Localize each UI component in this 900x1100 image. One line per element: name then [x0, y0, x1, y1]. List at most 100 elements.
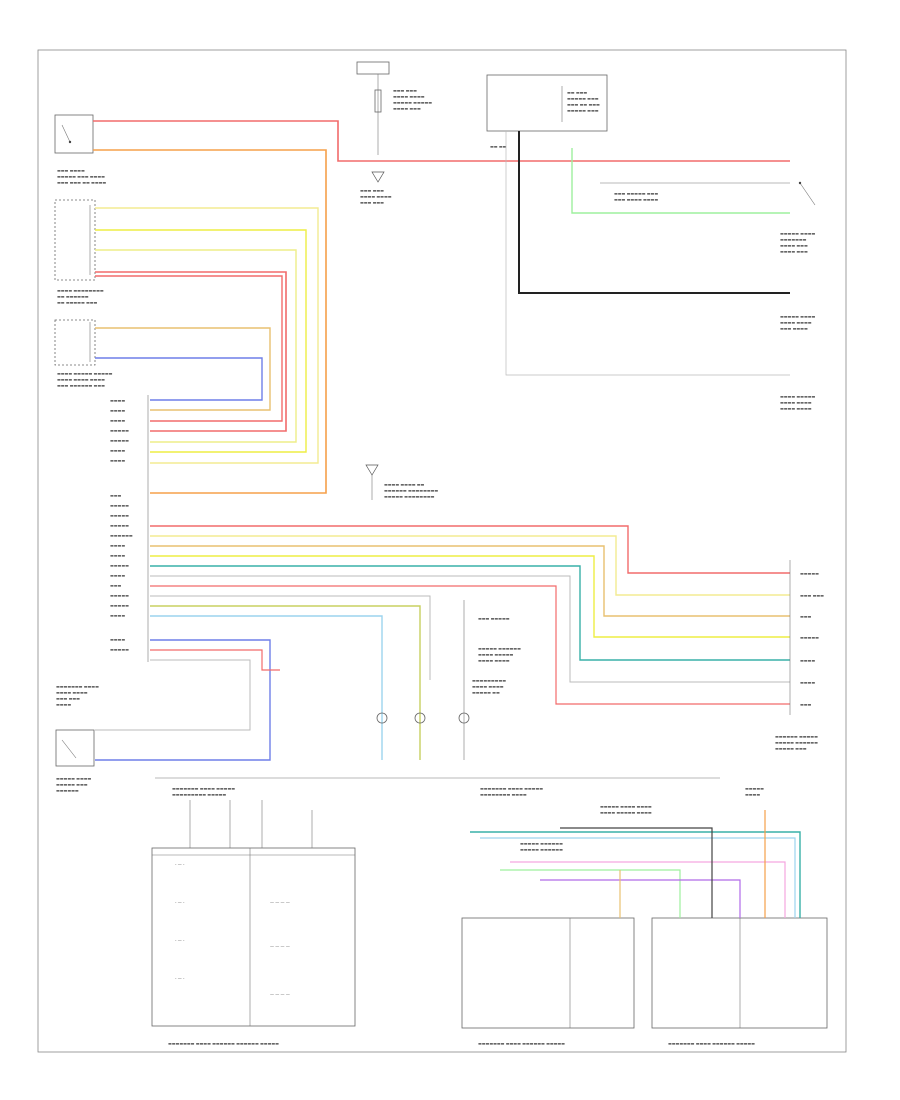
clockspring-component: ▬▬▬▬ ▬▬▬▬▬ ▬▬▬▬▬ ▬▬▬▬ ▬▬▬▬ ▬▬▬▬ ▬▬▬ ▬▬▬▬… — [54, 319, 113, 388]
svg-text:▬▬▬▬: ▬▬▬▬ — [800, 680, 815, 685]
middle-components: ▬▬▬▬▬▬▬▬▬ ▬▬▬▬ ▬▬▬▬ ▬▬▬▬▬ ▬▬ ▬▬▬ ▬▬▬▬▬ ▬… — [376, 600, 521, 760]
svg-text:▬▬▬▬ ▬▬▬▬: ▬▬▬▬ ▬▬▬▬ — [780, 400, 812, 405]
svg-text:▬▬▬▬ ▬▬▬: ▬▬▬▬ ▬▬▬ — [780, 243, 808, 248]
svg-text:▬▬▬▬▬: ▬▬▬▬▬ — [110, 513, 129, 518]
svg-text:▬▬▬▬ ▬▬▬▬: ▬▬▬▬ ▬▬▬▬ — [393, 94, 425, 99]
svg-text:▬▬▬▬▬▬▬ ▬▬▬▬ ▬▬▬▬▬▬ ▬▬▬▬▬: ▬▬▬▬▬▬▬ ▬▬▬▬ ▬▬▬▬▬▬ ▬▬▬▬▬ — [668, 1041, 755, 1046]
wire-orange-top — [93, 149, 327, 494]
svg-text:▬▬▬▬▬: ▬▬▬▬▬ — [110, 523, 129, 528]
svg-text:— — — —: — — — — — [270, 944, 290, 949]
svg-text:▬▬▬▬▬ ▬▬▬▬▬▬: ▬▬▬▬▬ ▬▬▬▬▬▬ — [520, 841, 563, 846]
svg-text:▬▬▬▬ ▬▬▬▬: ▬▬▬▬ ▬▬▬▬ — [472, 684, 504, 689]
svg-text:▬▬▬▬ ▬▬▬▬: ▬▬▬▬ ▬▬▬▬ — [478, 658, 510, 663]
svg-text:▬▬▬▬▬ ▬▬▬▬▬▬: ▬▬▬▬▬ ▬▬▬▬▬▬ — [775, 740, 818, 745]
svg-text:▬▬▬ ▬▬▬▬▬▬ ▬▬▬: ▬▬▬ ▬▬▬▬▬▬ ▬▬▬ — [57, 383, 105, 388]
svg-text:▬▬▬▬: ▬▬▬▬ — [110, 448, 125, 453]
wire-gray-2 — [150, 575, 790, 683]
diagram-frame — [37, 49, 847, 1053]
wire-tan-1 — [95, 327, 271, 411]
wire-teal-bottom — [470, 831, 801, 918]
svg-text:▬▬▬ ▬▬▬▬: ▬▬▬ ▬▬▬▬ — [780, 326, 808, 331]
svg-text:▬▬▬▬: ▬▬▬▬ — [110, 543, 125, 548]
wire-light-green — [571, 148, 790, 214]
wire-teal — [150, 565, 790, 661]
svg-text:▬▬▬ ▬▬▬: ▬▬▬ ▬▬▬ — [56, 696, 80, 701]
wire-red-top — [93, 120, 790, 162]
wire-violet-bottom — [540, 879, 741, 918]
svg-text:▬▬▬▬: ▬▬▬▬ — [110, 398, 125, 403]
wire-light-yellow-1 — [95, 207, 319, 464]
wire-blue-2 — [95, 639, 271, 761]
svg-text:▬▬▬▬ ▬▬▬▬: ▬▬▬▬ ▬▬▬▬ — [360, 194, 392, 199]
svg-text:▬▬▬▬▬▬ ▬▬▬▬▬▬▬▬: ▬▬▬▬▬▬ ▬▬▬▬▬▬▬▬ — [384, 488, 438, 493]
wire-black-bottom — [560, 827, 713, 918]
svg-text:▬▬▬▬: ▬▬▬▬ — [110, 637, 125, 642]
svg-text:▬▬▬▬▬▬▬▬▬ ▬▬▬▬▬: ▬▬▬▬▬▬▬▬▬ ▬▬▬▬▬ — [172, 792, 226, 797]
wire-red-3 — [95, 275, 283, 422]
svg-text:▬▬▬▬▬ ▬▬▬ ▬▬▬▬: ▬▬▬▬▬ ▬▬▬ ▬▬▬▬ — [57, 174, 105, 179]
wire-gray-3 — [150, 595, 431, 680]
svg-text:▬▬▬▬ ▬▬▬: ▬▬▬▬ ▬▬▬ — [780, 249, 808, 254]
right-connector-labels: ▬▬▬▬▬ ▬▬▬▬ ▬▬▬▬ ▬▬▬▬ ▬▬▬ ▬▬▬▬ ▬▬▬▬ ▬▬▬▬▬… — [780, 314, 816, 411]
bottom-right-module: ▬▬▬▬▬▬▬ ▬▬▬▬ ▬▬▬▬▬▬ ▬▬▬▬▬ — [651, 917, 828, 1046]
bottom-left-switch-module: - — - - — - - — - - — - — — — — — — — — … — [151, 800, 356, 1046]
fuse-top: ▬▬▬ ▬▬▬ ▬▬▬▬ ▬▬▬▬ ▬▬▬▬▬ ▬▬▬▬▬ ▬▬▬▬ ▬▬▬ ▬… — [356, 61, 432, 205]
svg-text:▬▬ ▬▬▬▬▬▬: ▬▬ ▬▬▬▬▬▬ — [57, 294, 89, 299]
svg-text:- — -: - — - — [175, 900, 185, 905]
svg-text:▬▬▬▬▬ ▬▬▬▬▬▬: ▬▬▬▬▬ ▬▬▬▬▬▬ — [478, 646, 521, 651]
wire-light-yellow-2 — [95, 249, 297, 443]
svg-text:▬▬▬ ▬▬▬: ▬▬▬ ▬▬▬ — [800, 593, 824, 598]
svg-text:▬▬ ▬▬▬▬▬ ▬▬▬: ▬▬ ▬▬▬▬▬ ▬▬▬ — [57, 300, 98, 305]
right-connector-block: ▬▬▬▬▬ ▬▬▬ ▬▬▬ ▬▬▬ ▬▬▬▬▬ ▬▬▬▬ ▬▬▬▬ ▬▬▬ ▬▬… — [775, 560, 824, 751]
svg-text:▬▬▬▬▬▬▬ ▬▬▬▬ ▬▬▬▬▬▬ ▬▬▬▬▬: ▬▬▬▬▬▬▬ ▬▬▬▬ ▬▬▬▬▬▬ ▬▬▬▬▬ — [478, 1041, 565, 1046]
svg-text:▬▬▬▬: ▬▬▬▬ — [745, 792, 760, 797]
svg-text:▬▬▬▬▬ ▬▬▬▬: ▬▬▬▬▬ ▬▬▬▬ — [56, 776, 92, 781]
svg-text:▬▬▬▬ ▬▬▬▬: ▬▬▬▬ ▬▬▬▬ — [780, 406, 812, 411]
svg-text:— — — —: — — — — — [270, 992, 290, 997]
wire-black — [518, 131, 790, 294]
main-module-connector: ▬▬▬▬ ▬▬▬▬ ▬▬▬▬ ▬▬▬▬▬ ▬▬▬▬▬ ▬▬▬▬ ▬▬▬▬ ▬▬▬… — [110, 395, 149, 662]
wire-gray-4 — [95, 659, 251, 731]
bottom-upper-labels: ▬▬▬▬▬▬▬ ▬▬▬▬ ▬▬▬▬▬ ▬▬▬▬▬▬▬▬▬ ▬▬▬▬▬ ▬▬▬▬▬… — [172, 786, 764, 852]
wire-red-6 — [150, 649, 280, 671]
svg-text:▬▬▬▬▬ ▬▬▬: ▬▬▬▬▬ ▬▬▬ — [56, 782, 88, 787]
svg-text:▬▬▬ ▬▬ ▬▬▬: ▬▬▬ ▬▬ ▬▬▬ — [567, 102, 600, 107]
svg-text:▬▬▬▬▬ ▬▬▬▬▬▬▬▬: ▬▬▬▬▬ ▬▬▬▬▬▬▬▬ — [384, 494, 435, 499]
svg-text:▬▬▬▬ ▬▬▬: ▬▬▬▬ ▬▬▬ — [393, 106, 421, 111]
svg-text:▬▬ ▬▬▬: ▬▬ ▬▬▬ — [567, 90, 587, 95]
svg-text:▬▬▬▬: ▬▬▬▬ — [800, 658, 815, 663]
svg-text:▬▬▬▬: ▬▬▬▬ — [110, 553, 125, 558]
svg-text:▬▬▬▬▬: ▬▬▬▬▬ — [110, 563, 129, 568]
svg-text:▬▬▬▬▬: ▬▬▬▬▬ — [110, 428, 129, 433]
svg-text:▬▬▬▬: ▬▬▬▬ — [110, 458, 125, 463]
ground-middle: ▬▬▬▬ ▬▬▬▬ ▬▬ ▬▬▬▬▬▬ ▬▬▬▬▬▬▬▬ ▬▬▬▬▬ ▬▬▬▬▬… — [365, 464, 438, 500]
svg-text:▬▬▬▬▬▬▬ ▬▬▬▬: ▬▬▬▬▬▬▬ ▬▬▬▬ — [56, 684, 99, 689]
svg-text:▬▬▬▬▬▬▬ ▬▬▬▬ ▬▬▬▬▬▬ ▬▬▬▬▬▬ ▬▬▬: ▬▬▬▬▬▬▬ ▬▬▬▬ ▬▬▬▬▬▬ ▬▬▬▬▬▬ ▬▬▬▬▬ — [168, 1041, 279, 1046]
svg-text:▬▬▬▬▬: ▬▬▬▬▬ — [745, 786, 764, 791]
svg-text:▬▬▬▬▬▬▬ ▬▬▬▬ ▬▬▬▬▬: ▬▬▬▬▬▬▬ ▬▬▬▬ ▬▬▬▬▬ — [172, 786, 235, 791]
wire-yellow-1 — [95, 229, 307, 453]
svg-text:▬▬▬▬▬: ▬▬▬▬▬ — [110, 503, 129, 508]
svg-text:▬▬▬▬: ▬▬▬▬ — [56, 702, 71, 707]
wire-light-blue — [150, 615, 383, 760]
svg-text:▬▬▬▬: ▬▬▬▬ — [110, 613, 125, 618]
svg-text:▬▬▬▬: ▬▬▬▬ — [110, 418, 125, 423]
wire-red-5 — [150, 585, 790, 705]
svg-text:▬▬▬▬ ▬▬▬▬▬ ▬▬▬▬: ▬▬▬▬ ▬▬▬▬▬ ▬▬▬▬ — [600, 810, 652, 815]
svg-text:▬▬▬▬▬: ▬▬▬▬▬ — [800, 571, 819, 576]
wire-light-yellow-3 — [150, 535, 790, 596]
svg-text:▬▬▬▬ ▬▬▬▬ ▬▬: ▬▬▬▬ ▬▬▬▬ ▬▬ — [384, 482, 425, 487]
svg-text:— — — —: — — — — — [270, 900, 290, 905]
svg-text:▬▬▬ ▬▬▬: ▬▬▬ ▬▬▬ — [360, 200, 384, 205]
svg-text:▬▬▬ ▬▬▬: ▬▬▬ ▬▬▬ — [393, 88, 417, 93]
central-junction-box: ▬▬ ▬▬▬ ▬▬▬▬▬ ▬▬▬ ▬▬▬ ▬▬ ▬▬▬ ▬▬▬▬▬ ▬▬▬ ▬▬… — [486, 74, 608, 149]
wire-red-2 — [95, 271, 287, 432]
svg-text:▬▬▬▬▬▬▬▬▬: ▬▬▬▬▬▬▬▬▬ — [472, 678, 506, 683]
wire-tan-2 — [150, 545, 790, 617]
svg-text:▬▬▬▬▬ ▬▬▬: ▬▬▬▬▬ ▬▬▬ — [775, 746, 807, 751]
svg-text:▬▬▬▬▬ ▬▬▬▬▬: ▬▬▬▬▬ ▬▬▬▬▬ — [393, 100, 432, 105]
svg-text:▬▬▬▬▬: ▬▬▬▬▬ — [110, 593, 129, 598]
multifunction-switch: ▬▬▬▬ ▬▬▬▬▬▬▬▬ ▬▬ ▬▬▬▬▬▬ ▬▬ ▬▬▬▬▬ ▬▬▬ — [54, 199, 104, 305]
svg-text:▬▬▬▬▬ ▬▬▬▬: ▬▬▬▬▬ ▬▬▬▬ — [780, 314, 816, 319]
wire-gray-thin — [505, 131, 790, 376]
